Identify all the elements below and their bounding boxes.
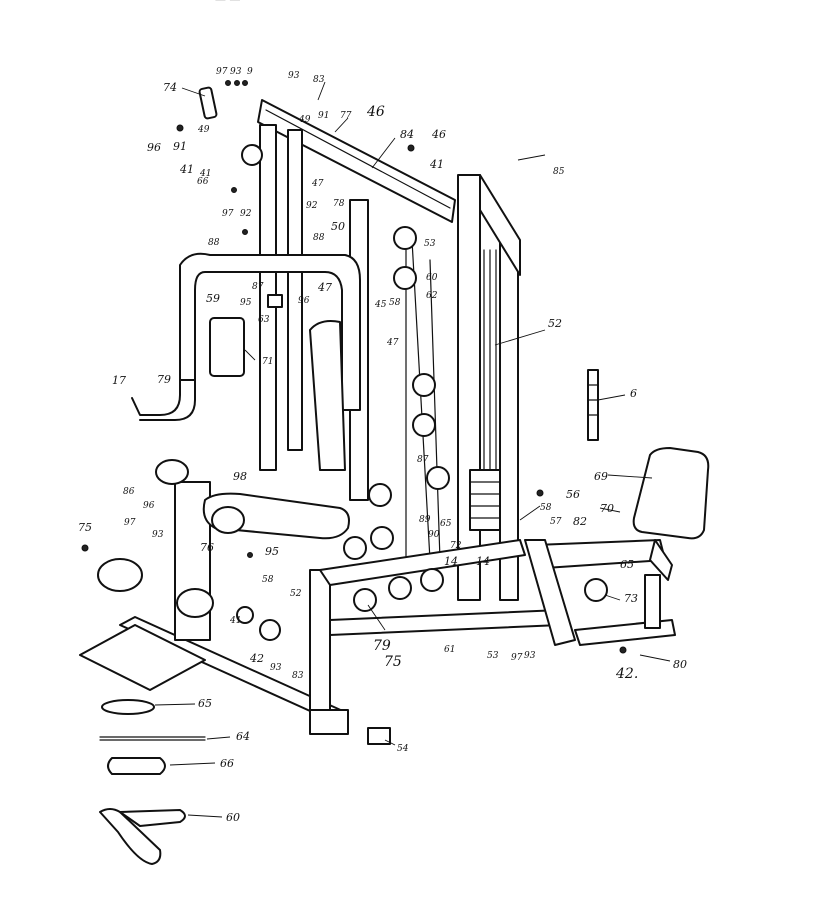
part-label: 87 (252, 282, 264, 292)
part-label: 79 (157, 373, 171, 386)
part-label: 95 (265, 545, 279, 558)
part-label: 76 (200, 541, 214, 554)
part-label: 57 (550, 517, 562, 527)
part-label: 92 (240, 209, 252, 219)
part-label: 65 (620, 558, 634, 571)
gym-frame (79, 80, 710, 865)
part-label: 89 (419, 515, 431, 525)
part-label: 93 (524, 651, 536, 661)
part-label: 45 (374, 300, 387, 310)
part-label: 79 (373, 638, 391, 654)
part-label: 58 (540, 503, 552, 513)
part-label: 93 (288, 71, 300, 81)
part-label: 74 (163, 81, 177, 94)
part-label: 54 (397, 744, 409, 754)
part-label: 60 (426, 273, 438, 283)
part-label: 93 (230, 67, 242, 77)
part-label: 64 (236, 730, 250, 743)
part-label: 86 (123, 487, 135, 497)
part-label: 90 (428, 530, 440, 540)
part-label: 91 (318, 111, 329, 121)
part-label: 9 (247, 67, 253, 77)
part-label: 65 (198, 697, 212, 710)
part-label: 82 (573, 515, 587, 528)
part-label: 66 (220, 757, 234, 770)
part-label: 71 (262, 357, 273, 367)
part-label: 41 (429, 158, 444, 171)
part-label: 83 (313, 75, 325, 85)
part-label: 52 (548, 317, 562, 330)
part-label: 78 (333, 199, 345, 209)
part-label: 96 (147, 141, 161, 154)
part-label: 46 (366, 104, 385, 120)
part-label: 92 (306, 201, 318, 211)
part-label: 17 (112, 374, 126, 387)
part-label: 53 (424, 239, 436, 249)
part-label: 65 (440, 519, 452, 529)
part-label: 72 (450, 541, 462, 551)
part-label: 73 (624, 592, 638, 605)
part-label: 96 (298, 296, 310, 306)
part-label: 77 (340, 111, 352, 121)
part-label: 88 (313, 233, 325, 243)
part-label: 75 (78, 521, 92, 534)
leader-lines (154, 81, 671, 818)
part-label: 96 (143, 501, 155, 511)
part-label: 91 (173, 140, 187, 153)
part-label: 58 (389, 298, 401, 308)
part-label: 60 (226, 811, 240, 824)
part-label: 97 (511, 653, 523, 663)
part-label: 50 (331, 220, 345, 233)
part-label: 98 (233, 470, 247, 483)
part-label: 56 (566, 488, 580, 501)
part-labels: 74 97 93 9 93 83 96 91 49 41 49 91 77 46… (78, 67, 687, 824)
part-label: 93 (152, 530, 164, 540)
part-label: 97 (222, 209, 234, 219)
part-label: 87 (417, 455, 429, 465)
part-label: 46 (431, 128, 446, 141)
part-label: 49 (298, 115, 311, 125)
part-label: 41 (199, 169, 211, 179)
part-label: 70 (600, 502, 614, 515)
part-label: 83 (292, 671, 304, 681)
part-label: 49 (197, 125, 210, 135)
part-label: 75 (384, 654, 402, 670)
part-label: 97 (124, 518, 136, 528)
part-label: 85 (553, 167, 565, 177)
part-label: 41 (179, 163, 194, 176)
part-label: 53 (487, 651, 499, 661)
part-label: 69 (594, 470, 608, 483)
part-label: 47 (311, 179, 324, 189)
part-label: 61 (444, 645, 455, 655)
part-label: 95 (240, 298, 252, 308)
top-cut-text: — — (215, 0, 241, 6)
part-label: 62 (426, 291, 438, 301)
part-label: 6 (630, 387, 637, 400)
part-label: 59 (206, 292, 220, 305)
part-label: 14 (444, 555, 458, 568)
part-label: 47 (317, 281, 332, 294)
part-label: 58 (262, 575, 274, 585)
part-label: 97 (216, 67, 228, 77)
part-label: 63 (258, 315, 270, 325)
part-label: 93 (270, 663, 282, 673)
part-label: 14 (476, 555, 490, 568)
part-label: 42. (615, 666, 638, 682)
part-label: 88 (208, 238, 220, 248)
part-label: 42 (249, 652, 264, 665)
part-label: 52 (290, 589, 302, 599)
part-label: 66 (197, 177, 209, 187)
part-label: 41 (229, 616, 241, 626)
part-label: 47 (386, 338, 399, 348)
part-label: 80 (673, 658, 687, 671)
part-label: 84 (400, 128, 414, 141)
